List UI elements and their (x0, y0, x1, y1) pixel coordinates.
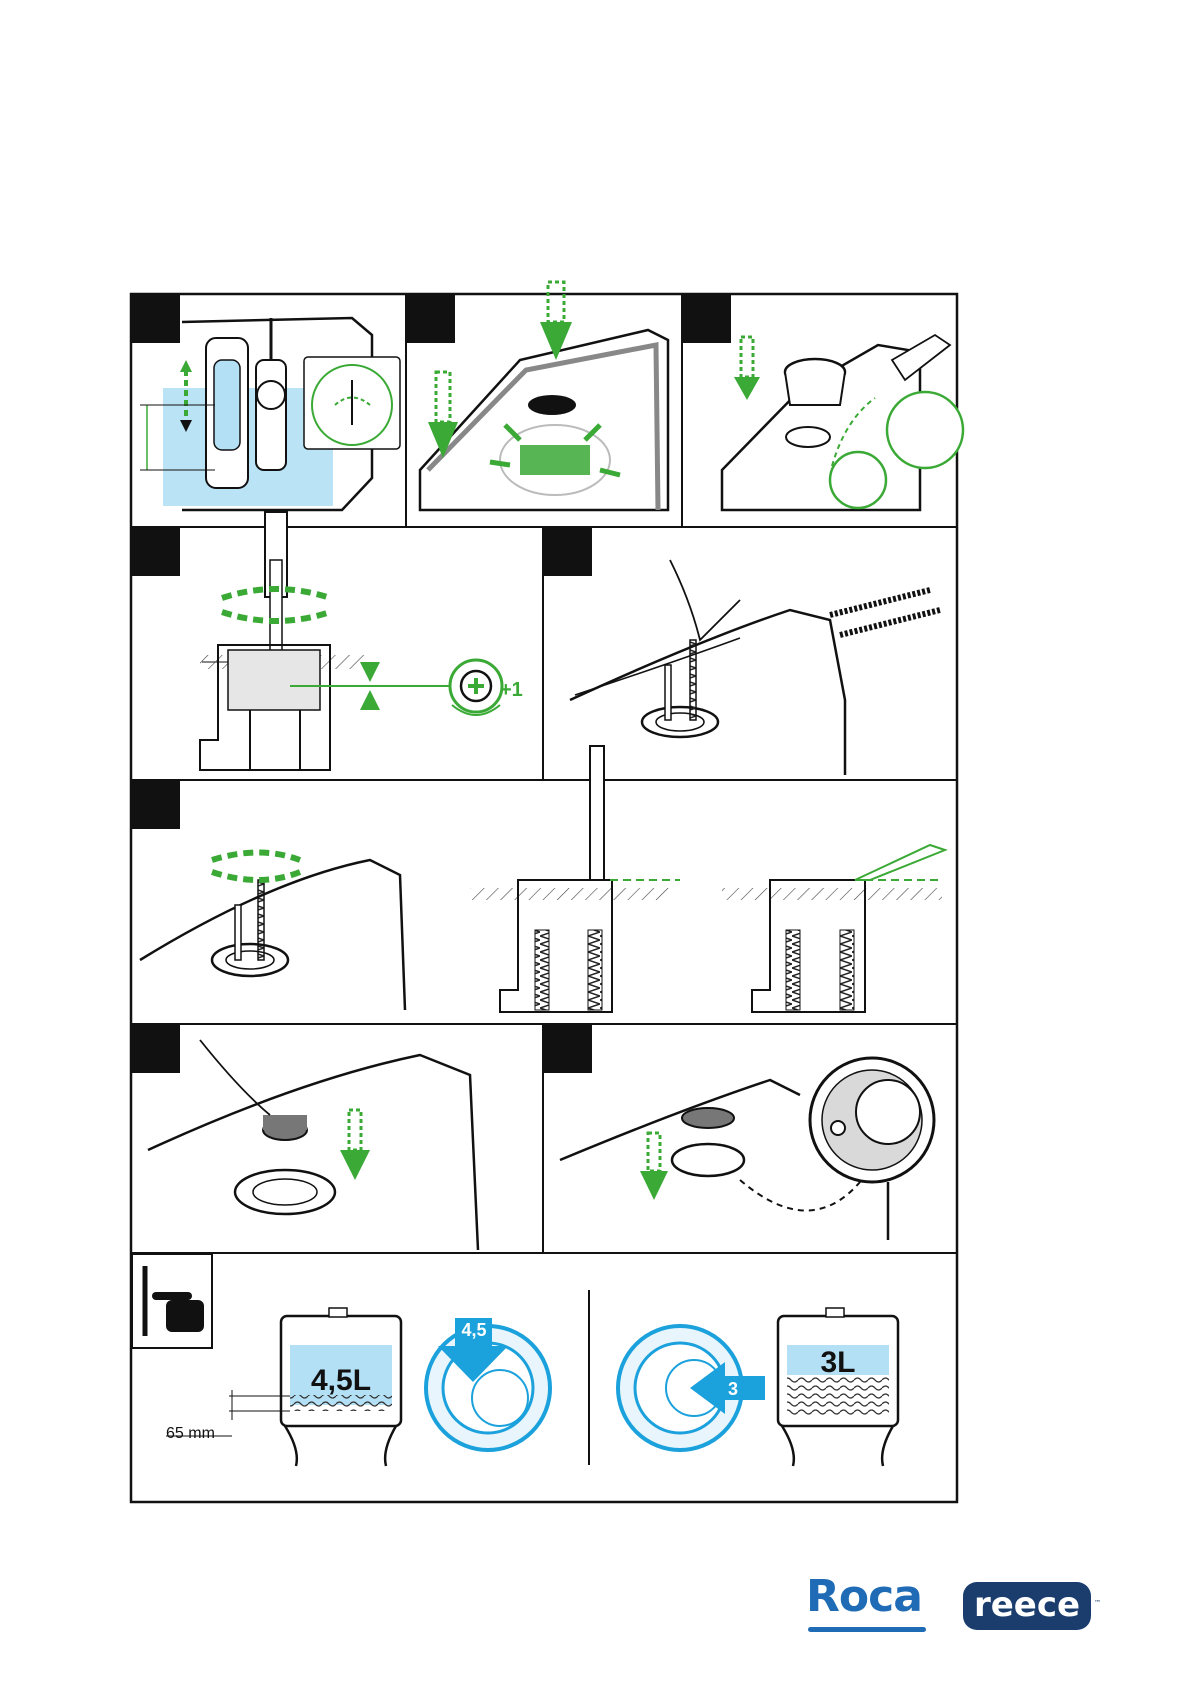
reece-trademark: ™ (1094, 1580, 1101, 1626)
roca-logo: Roca (806, 1572, 928, 1634)
reece-logo-text: reece (974, 1585, 1080, 1625)
panel-1-valve-adjust (140, 318, 400, 510)
half-flush-button: 3 (618, 1326, 765, 1450)
dimension-label: 65 mm (166, 1425, 215, 1442)
full-flush-button: 4,5 (426, 1318, 550, 1450)
full-flush-button-label: 4,5 (461, 1320, 486, 1340)
step-box-1 (132, 295, 180, 343)
half-flush-tank: 3L (778, 1308, 898, 1466)
panel-4-screwdriver-section: +1 (200, 512, 523, 770)
panel-7-press-cap (148, 1040, 478, 1250)
roca-logo-underline (808, 1627, 926, 1632)
step-box-4 (132, 528, 180, 576)
reece-logo: reece ™ (963, 1582, 1091, 1630)
step-box-8 (544, 1025, 592, 1073)
plus-one-label: +1 (500, 679, 523, 701)
step-box-3 (683, 295, 731, 343)
panel-5-insert-rods (570, 560, 940, 775)
step-box-2 (407, 295, 455, 343)
panel-8-rotate-cap (560, 1058, 934, 1240)
step-box-5 (544, 528, 592, 576)
panel-3-trim-ring (722, 335, 963, 510)
step-box-7 (132, 1025, 180, 1073)
full-flush-volume: 4,5L (311, 1364, 371, 1397)
step-box-6 (132, 781, 180, 829)
panel-2-insert-body (420, 282, 668, 510)
panel-6-tighten-rods (140, 746, 945, 1012)
half-flush-volume: 3L (820, 1346, 855, 1379)
panel-9-usage: 4,5L 65 mm 4,5 3 3L (132, 1254, 898, 1466)
half-flush-button-label: 3 (728, 1379, 738, 1399)
roca-logo-text: Roca (806, 1571, 922, 1622)
